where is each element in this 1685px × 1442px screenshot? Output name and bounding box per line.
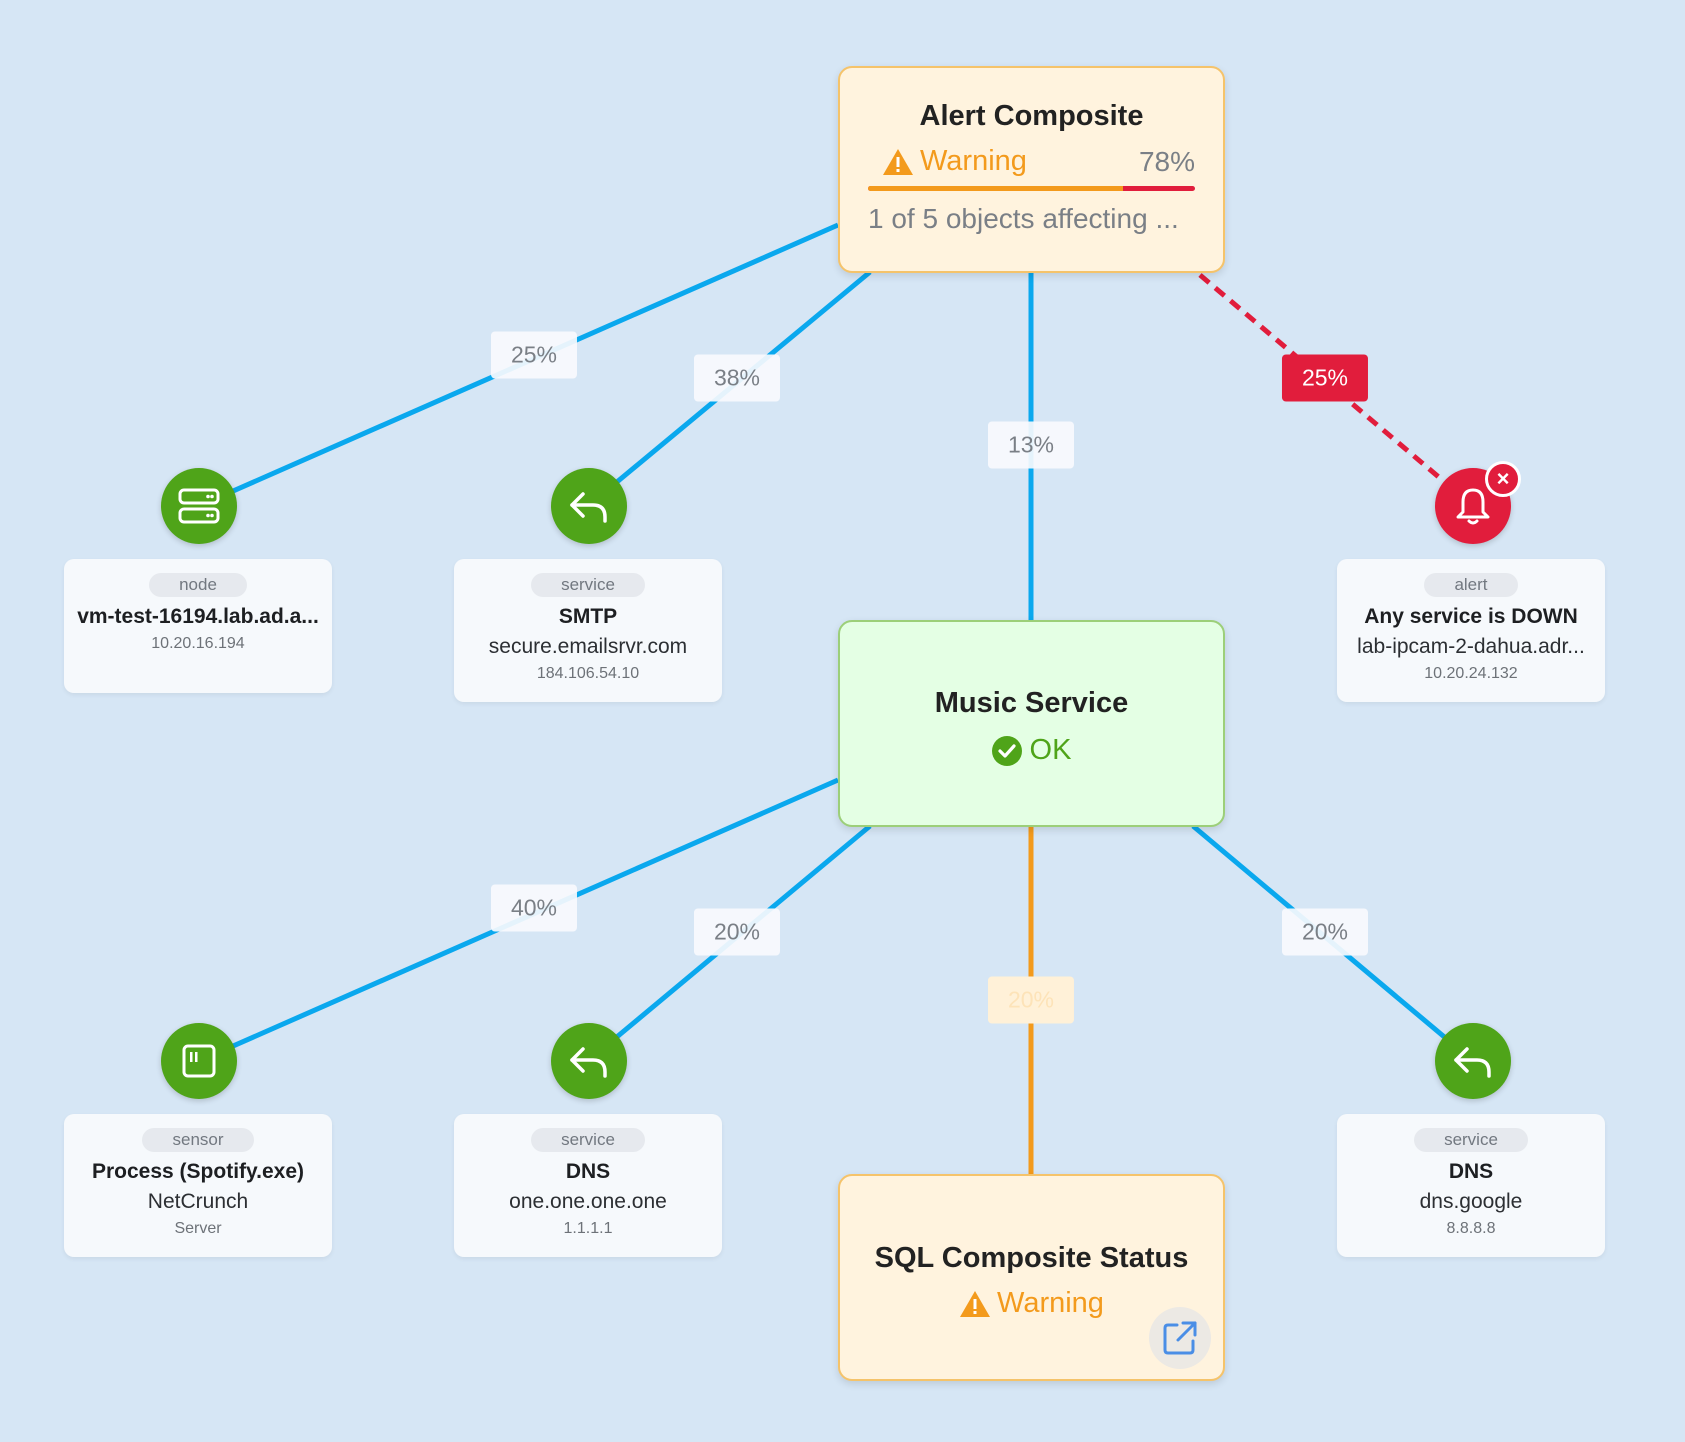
bell-icon [1456, 488, 1490, 525]
object-type-chip: node [149, 573, 247, 597]
edge-label-alert-alert: 25% [1281, 354, 1369, 402]
object-address: 10.20.16.194 [151, 635, 245, 652]
alert-composite-progress [868, 186, 1195, 191]
object-address: 184.106.54.10 [536, 665, 640, 682]
alert-composite-status: Warning [920, 145, 1027, 177]
dns2-object-card[interactable]: service DNS dns.google 8.8.8.8 [1337, 1114, 1605, 1257]
music-service-status: OK [1029, 734, 1072, 766]
music-service-title: Music Service [934, 687, 1129, 719]
warning-icon [883, 148, 913, 175]
alert-composite-description: 1 of 5 objects affecting ... [868, 203, 1179, 234]
music-service-node[interactable]: Music Service OK [838, 620, 1225, 827]
object-type-chip: alert [1424, 573, 1518, 597]
object-name: vm-test-16194.lab.ad.a... [77, 605, 319, 628]
edge-label-music-sql: 20% [987, 976, 1075, 1024]
alert-composite-node[interactable]: Alert Composite Warning 78% 1 of 5 objec… [838, 66, 1225, 273]
external-link-button[interactable] [1149, 1307, 1211, 1369]
object-address: 10.20.24.132 [1424, 665, 1518, 682]
service-return-icon [570, 1047, 607, 1078]
check-circle-icon [991, 735, 1022, 766]
dns2-object-circle[interactable] [1435, 1023, 1511, 1099]
service-return-icon [1454, 1047, 1491, 1078]
dns1-object-circle[interactable] [551, 1023, 627, 1099]
sensor-object-circle[interactable] [161, 1023, 237, 1099]
object-type-chip: service [531, 1128, 645, 1152]
alert-composite-progress-fill [868, 186, 1124, 191]
dns1-object-card[interactable]: service DNS one.one.one.one 1.1.1.1 [454, 1114, 722, 1257]
alert-object-card[interactable]: alert Any service is DOWN lab-ipcam-2-da… [1337, 559, 1605, 702]
smtp-object-circle[interactable] [551, 468, 627, 544]
object-subtitle: NetCrunch [147, 1190, 249, 1213]
alert-error-badge: × [1485, 461, 1521, 497]
smtp-object-card[interactable]: service SMTP secure.emailsrvr.com 184.10… [454, 559, 722, 702]
server-icon [178, 488, 220, 524]
sensor-object-card[interactable]: sensor Process (Spotify.exe) NetCrunch S… [64, 1114, 332, 1257]
service-return-icon [570, 492, 607, 523]
object-subtitle: lab-ipcam-2-dahua.adr... [1357, 635, 1585, 658]
warning-icon [960, 1290, 991, 1317]
alert-composite-percent: 78% [1138, 145, 1195, 177]
edge-label-music-dns1: 20% [693, 908, 781, 956]
object-name: SMTP [558, 605, 618, 628]
object-type-chip: sensor [142, 1128, 254, 1152]
object-name: Process (Spotify.exe) [91, 1160, 305, 1183]
object-subtitle: secure.emailsrvr.com [488, 635, 688, 658]
object-subtitle: one.one.one.one [509, 1190, 667, 1213]
object-name: DNS [1448, 1160, 1494, 1183]
external-link-icon [1163, 1321, 1197, 1355]
object-subtitle: dns.google [1419, 1190, 1523, 1213]
node-object-card[interactable]: node vm-test-16194.lab.ad.a... 10.20.16.… [64, 559, 332, 693]
object-address: 8.8.8.8 [1446, 1220, 1496, 1237]
edge-label-alert-node: 25% [490, 331, 578, 379]
edge-label-music-dns2: 20% [1281, 908, 1369, 956]
object-address: Server [174, 1220, 222, 1237]
sensor-icon [182, 1044, 216, 1078]
object-name: Any service is DOWN [1364, 605, 1578, 628]
object-name: DNS [565, 1160, 611, 1183]
sql-composite-status: Warning [997, 1287, 1104, 1319]
node-object-circle[interactable] [161, 468, 237, 544]
edge-label-alert-music: 13% [987, 421, 1075, 469]
object-type-chip: service [531, 573, 645, 597]
object-address: 1.1.1.1 [563, 1220, 613, 1237]
edge-label-alert-smtp: 38% [693, 354, 781, 402]
alert-composite-title: Alert Composite [919, 100, 1144, 132]
sql-composite-title: SQL Composite Status [874, 1242, 1189, 1274]
edge-label-music-sensor: 40% [490, 884, 578, 932]
object-type-chip: service [1414, 1128, 1528, 1152]
sql-composite-node[interactable]: SQL Composite Status Warning [838, 1174, 1225, 1381]
